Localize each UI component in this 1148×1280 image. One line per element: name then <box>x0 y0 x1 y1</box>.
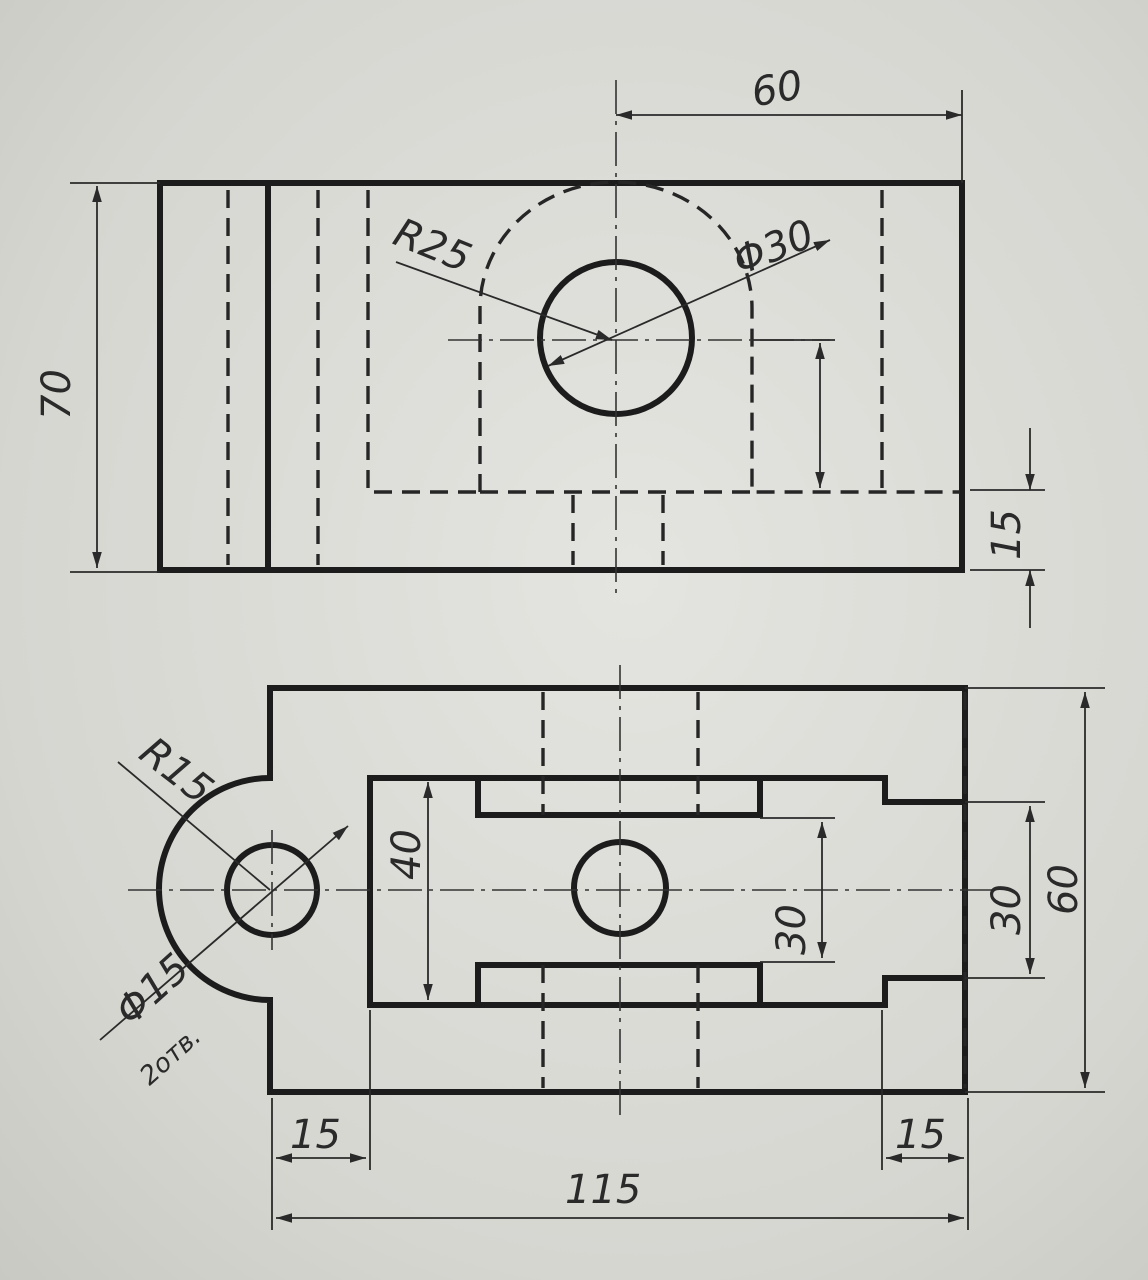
dim-label-30-right: 30 <box>984 884 1030 935</box>
leader-phi30 <box>547 239 831 367</box>
hidden-arch <box>478 180 960 494</box>
front-view: 60 70 R25 Φ30 15 <box>34 62 1045 628</box>
dim-label-15-right: 15 <box>895 1112 946 1158</box>
leader-phi15 <box>99 825 349 1041</box>
dim-label-phi30: Φ30 <box>727 211 821 285</box>
top-view: R15 Φ15 2отв. 40 30 30 60 15 15 115 <box>99 665 1105 1230</box>
slot-tab-bottom <box>475 962 763 1008</box>
bore-circle <box>537 259 695 417</box>
dim-label-30-inner: 30 <box>769 904 815 955</box>
dim-label-60: 60 <box>748 62 806 116</box>
dim-label-115: 115 <box>565 1167 641 1213</box>
dim-label-15-front: 15 <box>984 509 1030 560</box>
leader-r15 <box>117 761 271 891</box>
top-view-outline <box>156 685 968 1095</box>
dim-label-15-left: 15 <box>290 1112 341 1158</box>
dim-label-r25: R25 <box>387 210 477 282</box>
pocket-top-edge <box>367 775 968 805</box>
front-view-outline <box>157 180 965 573</box>
dim-label-60-depth: 60 <box>1041 864 1087 915</box>
hidden-pocket-left <box>366 190 480 494</box>
dim-label-40: 40 <box>384 829 430 880</box>
dim-label-70: 70 <box>34 369 80 420</box>
pocket-bottom-edge <box>367 775 968 1008</box>
slot-tab-top <box>475 775 763 818</box>
dim-label-hole-count: 2отв. <box>134 1022 207 1092</box>
